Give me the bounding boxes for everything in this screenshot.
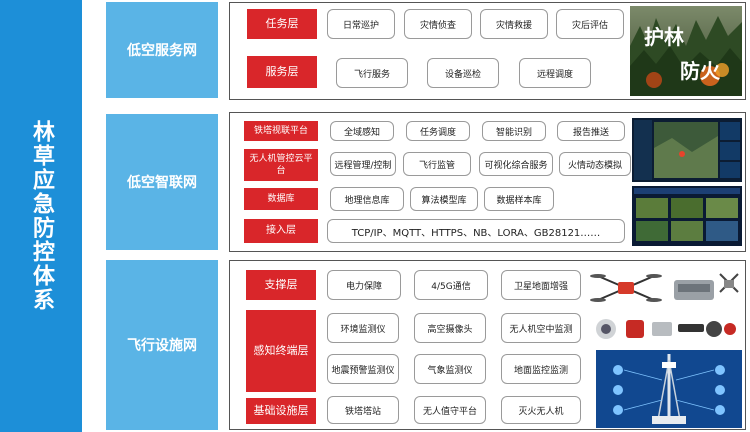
- tower-platform-dashboard: [632, 118, 742, 182]
- svg-text:防火: 防火: [680, 59, 721, 83]
- cell-unmanned-platform: 无人值守平台: [414, 396, 486, 424]
- cell-algorithm-db: 算法模型库: [410, 187, 478, 211]
- cell-uav-air-monitor: 无人机空中监测: [501, 313, 581, 343]
- cell-high-camera: 高空摄像头: [414, 313, 486, 343]
- cell-remote-dispatch: 远程调度: [519, 58, 591, 88]
- layer-task: 任务层: [247, 9, 317, 39]
- cell-power-supply: 电力保障: [327, 270, 401, 300]
- system-title: 林草应急防控体系: [29, 120, 54, 312]
- cell-ground-monitor: 地面监控监测: [501, 354, 581, 384]
- section-label-facility: 飞行设施网: [106, 260, 218, 430]
- layer-database: 数据库: [244, 188, 318, 210]
- cell-equipment-inspection: 设备巡检: [427, 58, 499, 88]
- cell-access-protocols: TCP/IP、MQTT、HTTPS、NB、LORA、GB28121……: [327, 219, 625, 243]
- cell-smart-recognition: 智能识别: [482, 121, 546, 141]
- tower-station-photo: [596, 350, 742, 428]
- cell-daily-patrol: 日常巡护: [327, 9, 395, 39]
- sensor-devices-photo: [590, 312, 742, 346]
- system-title-bar: 林草应急防控体系: [0, 0, 82, 432]
- section-label-service: 低空服务网: [106, 2, 218, 98]
- cell-remote-control: 远程管理/控制: [330, 152, 396, 176]
- cell-global-perception: 全域感知: [330, 121, 394, 141]
- cell-report-push: 报告推送: [557, 121, 625, 141]
- uav-cloud-dashboard: [632, 186, 742, 246]
- cell-4g5g: 4/5G通信: [414, 270, 488, 300]
- layer-sensing: 感知终端层: [246, 310, 316, 392]
- cell-flight-supervision: 飞行监管: [403, 152, 471, 176]
- layer-tower-video-platform: 铁塔视联平台: [244, 121, 318, 141]
- cell-env-monitor: 环境监测仪: [327, 313, 399, 343]
- cell-task-dispatch: 任务调度: [406, 121, 470, 141]
- cell-geo-db: 地理信息库: [330, 187, 404, 211]
- layer-service: 服务层: [247, 56, 317, 88]
- cell-weather-monitor: 气象监测仪: [414, 354, 486, 384]
- cell-earthquake-monitor: 地震预警监测仪: [327, 354, 399, 384]
- cell-fire-uav: 灭火无人机: [501, 396, 581, 424]
- layer-support: 支撑层: [246, 270, 316, 300]
- drone-equipment-photo: [590, 266, 742, 310]
- svg-text:护林: 护林: [644, 25, 684, 49]
- cell-disaster-survey: 灾情侦查: [404, 9, 472, 39]
- cell-visual-service: 可视化综合服务: [479, 152, 553, 176]
- layer-access: 接入层: [244, 219, 318, 243]
- cell-flight-service: 飞行服务: [336, 58, 408, 88]
- forest-fire-photo: 护林 防火: [630, 6, 742, 96]
- cell-satellite-enhance: 卫星地面增强: [501, 270, 581, 300]
- section-label-smart: 低空智联网: [106, 114, 218, 250]
- cell-fire-simulation: 火情动态模拟: [559, 152, 631, 176]
- cell-disaster-rescue: 灾情救援: [480, 9, 548, 39]
- layer-infrastructure: 基础设施层: [246, 398, 316, 424]
- cell-sample-db: 数据样本库: [484, 187, 554, 211]
- cell-post-assessment: 灾后评估: [556, 9, 624, 39]
- cell-tower-station: 铁塔塔站: [327, 396, 399, 424]
- layer-uav-cloud-platform: 无人机管控云平台: [244, 149, 318, 181]
